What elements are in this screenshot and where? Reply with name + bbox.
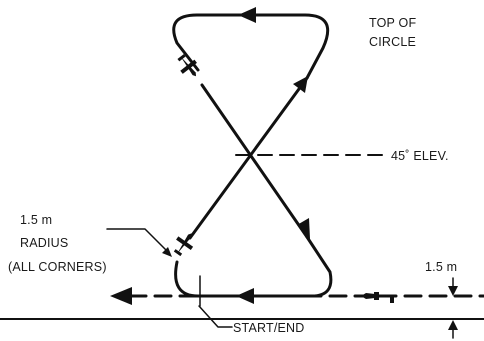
arrowhead-icon [297,218,310,239]
start-end-leader-line [198,305,233,328]
exit-arrowhead-icon [110,287,132,305]
diagonal-ascending [188,76,309,240]
radius-leader-line [106,228,169,253]
height-label: 1.5 m [425,260,457,274]
diagonal-descending [200,83,309,239]
radius-label-line2: RADIUS [20,236,68,250]
start-end-label: START/END [233,321,304,335]
top-of-circle-label-line2: CIRCLE [369,35,416,49]
radius-label-line1: 1.5 m [20,213,52,227]
aircraft-icon [177,54,197,77]
arrowhead-icon [236,288,254,304]
top-loop-path [172,13,329,80]
height-arrow-up-icon [448,320,458,330]
radius-label-line3: (ALL CORNERS) [8,260,107,274]
flight-path [172,7,333,304]
elevation-label: 45˚ ELEV. [391,149,449,163]
height-arrow-down-icon [448,286,458,296]
radius-arrowhead-icon [162,247,172,257]
top-of-circle-label-line1: TOP OF [369,16,416,30]
aircraft-icon [361,292,394,303]
arrowhead-icon [238,7,256,23]
aircraft-icon [173,233,194,257]
arrowhead-icon [293,76,308,93]
bottom-loop-path [174,235,333,298]
